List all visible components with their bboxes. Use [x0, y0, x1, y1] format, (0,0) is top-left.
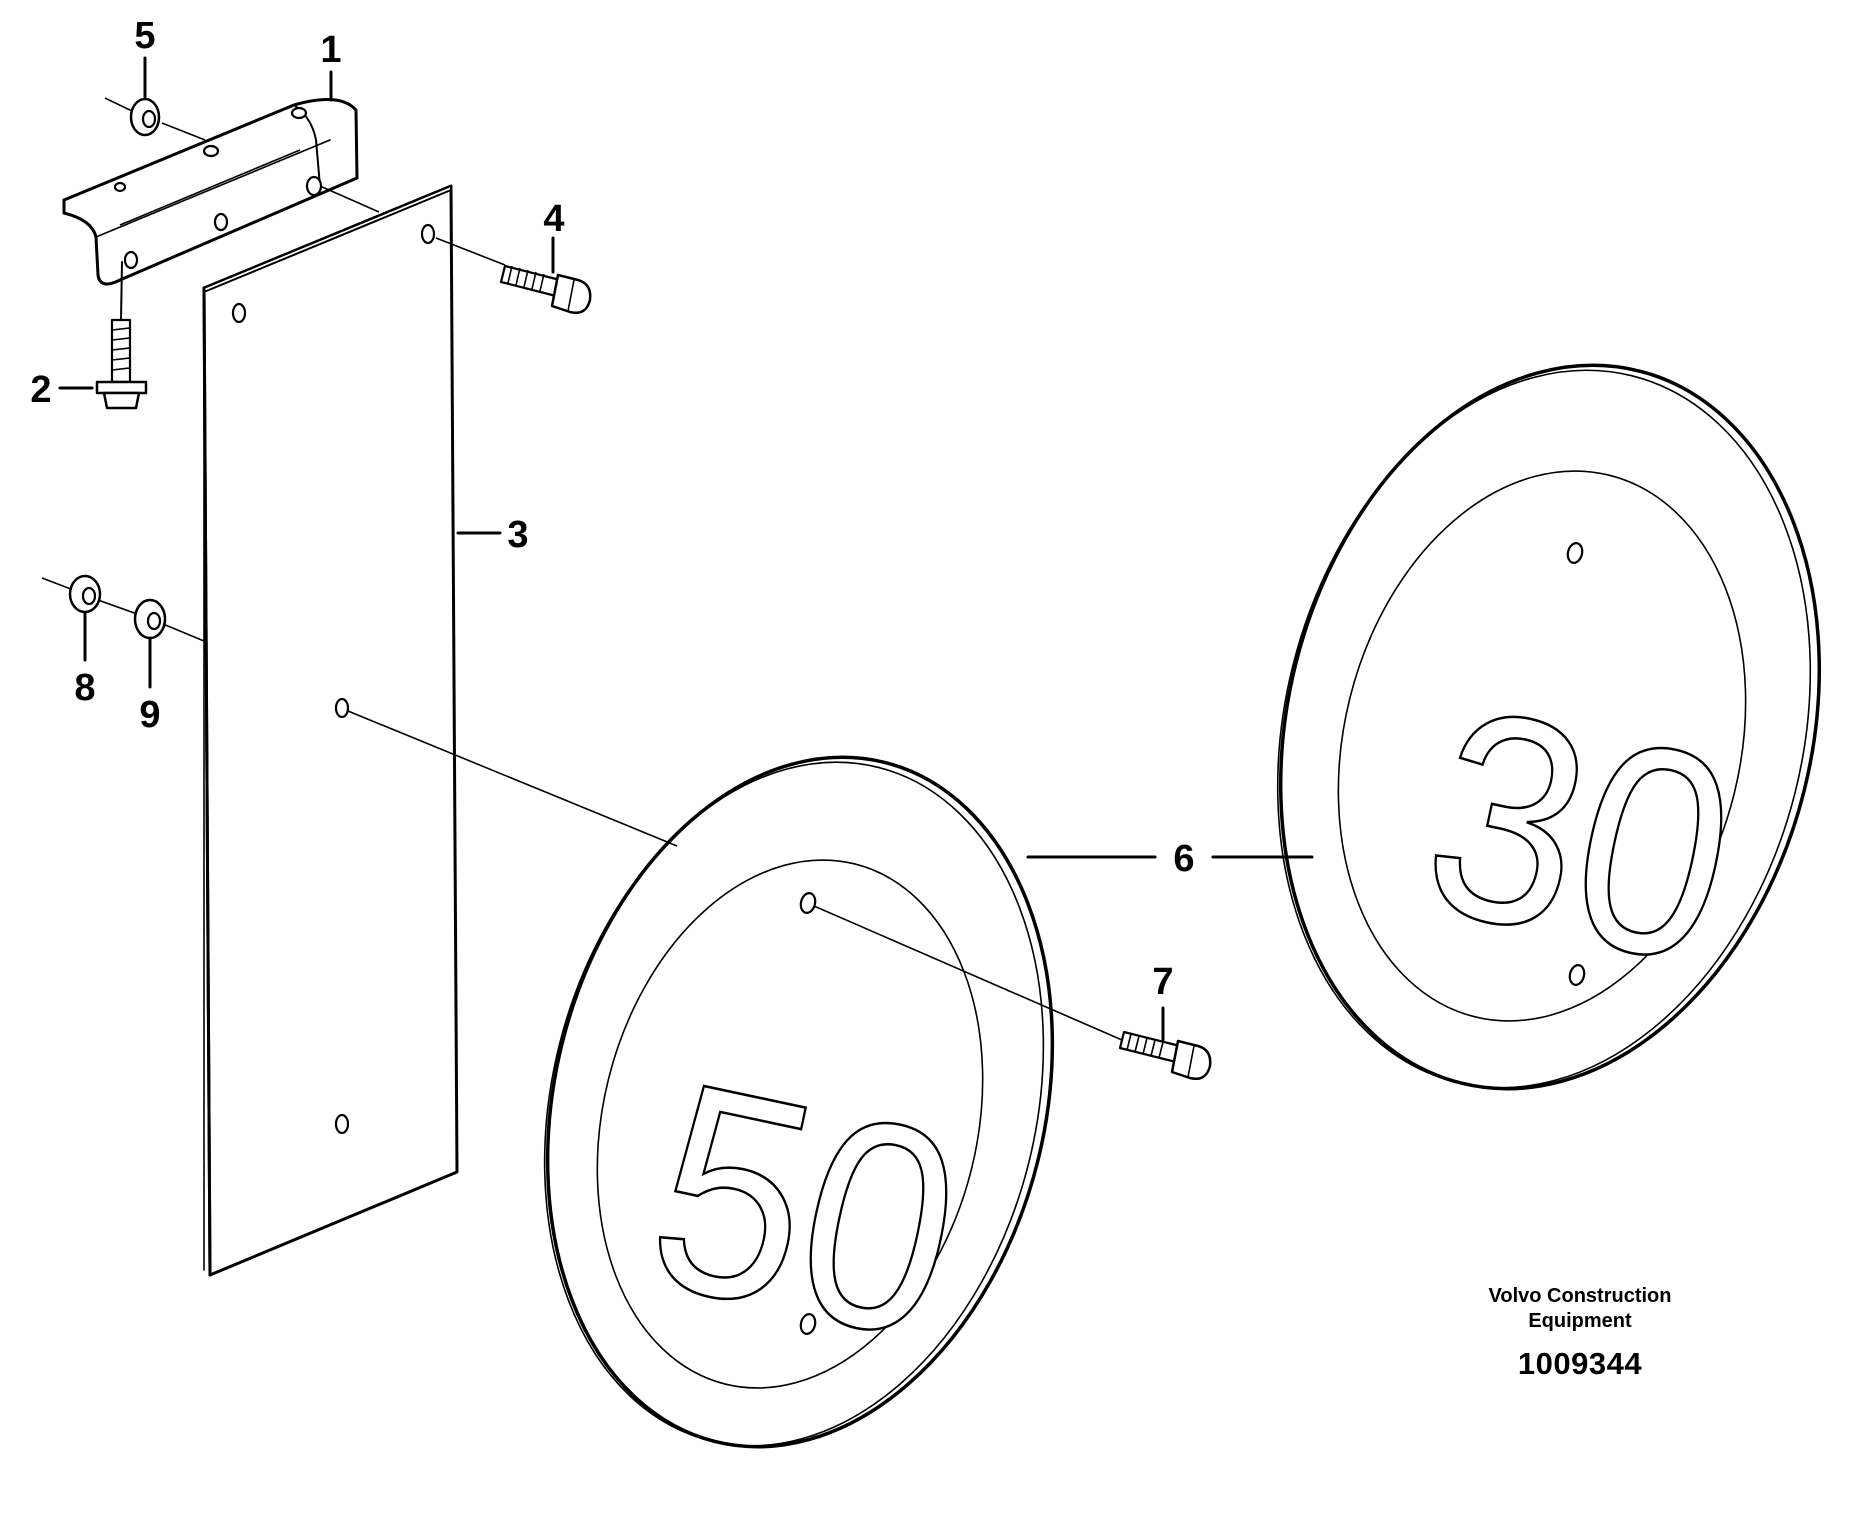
callout-9: 9 — [139, 694, 160, 736]
leader-washer-8-9 — [97, 599, 141, 616]
company-name-line-1: Volvo Construction — [1488, 1285, 1672, 1307]
callout-6: 6 — [1173, 838, 1194, 880]
callout-1: 1 — [320, 29, 341, 71]
sign-bolt-line — [813, 905, 1123, 1041]
bolt-4 — [435, 237, 592, 314]
callout-4: 4 — [543, 198, 564, 240]
rear-sign-disc: 30 — [1276, 363, 1822, 1091]
bolt-2 — [95, 261, 148, 410]
callout-5: 5 — [134, 15, 155, 57]
mounting-plate — [202, 184, 459, 1277]
callout-3: 3 — [507, 514, 528, 556]
drawing-number: 1009344 — [1517, 1346, 1643, 1381]
front-sign-disc: 50 — [543, 755, 1055, 1449]
company-name-line-2: Equipment — [1528, 1310, 1632, 1332]
front-sign-number: 50 — [627, 1020, 985, 1403]
bracket-plate-line — [319, 185, 380, 213]
leader-washer-9-plate — [162, 623, 205, 642]
bolt-7 — [1118, 1030, 1212, 1080]
angle-bracket — [62, 98, 359, 286]
washer-8 — [41, 574, 102, 614]
washer-5 — [104, 97, 206, 141]
rear-sign-number: 30 — [1402, 645, 1760, 1028]
callout-7: 7 — [1152, 961, 1173, 1003]
publisher-credit: Volvo Construction Equipment 1009344 — [1430, 1284, 1730, 1384]
plate-sign-line — [347, 710, 678, 847]
washer-9 — [133, 598, 167, 640]
callout-8: 8 — [74, 667, 95, 709]
callout-2: 2 — [30, 369, 51, 411]
